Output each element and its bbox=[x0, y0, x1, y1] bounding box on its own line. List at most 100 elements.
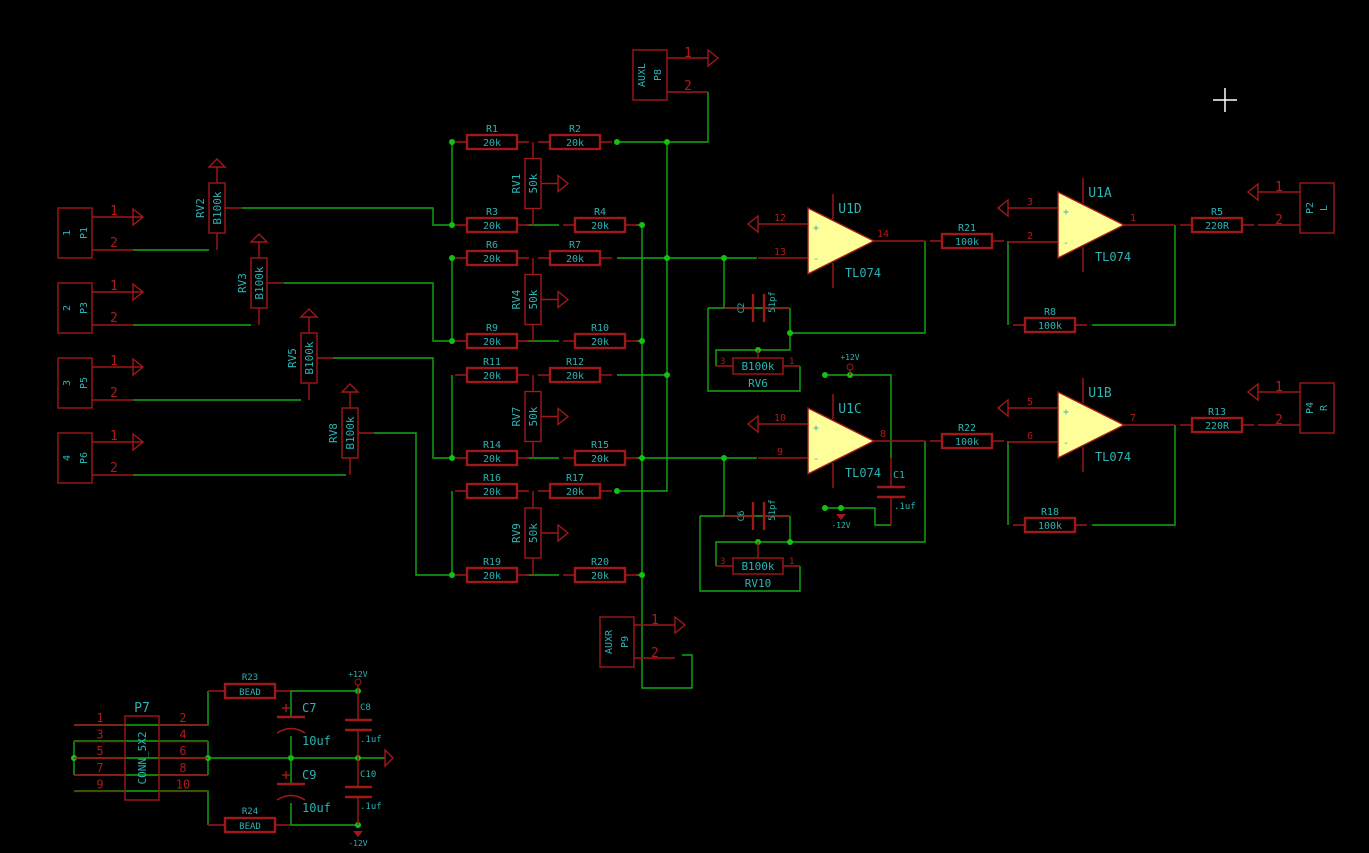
pin-number: 10 bbox=[774, 413, 786, 424]
pin-number: 2 bbox=[1275, 213, 1283, 228]
resistor-ref: R4 bbox=[594, 207, 606, 218]
resistor-R23[interactable]: BEAD R23 bbox=[208, 673, 291, 700]
pin-number: 2 bbox=[110, 461, 118, 476]
ground-icon bbox=[132, 432, 145, 452]
ground-icon bbox=[340, 383, 360, 393]
ground-icon bbox=[207, 158, 227, 168]
pin-number: 9 bbox=[777, 447, 783, 458]
pot-RV3[interactable]: B100k RV3 bbox=[236, 233, 284, 325]
connector-ref: P1 bbox=[79, 227, 90, 239]
connector-ref: P6 bbox=[79, 452, 90, 464]
cap-ref: C9 bbox=[302, 768, 316, 782]
ground-icon bbox=[557, 174, 570, 193]
resistor-value: 20k bbox=[483, 254, 501, 265]
power-label: -12V bbox=[348, 839, 367, 848]
pot-RV8[interactable]: B100k RV8 bbox=[327, 383, 374, 475]
capacitor-C9[interactable]: C9 10uf bbox=[276, 758, 331, 825]
connector-P3[interactable]: 2 P3 1 2 bbox=[57, 279, 145, 334]
plus-sign: + bbox=[813, 223, 819, 234]
plus-sign: + bbox=[1063, 207, 1069, 218]
pin-number: 7 bbox=[1130, 413, 1136, 424]
cap-value: .1uf bbox=[360, 802, 382, 812]
resistor-ref: R22 bbox=[958, 423, 976, 434]
resistor-value: 20k bbox=[483, 571, 501, 582]
wires bbox=[73, 92, 1176, 826]
pot-RV10[interactable]: B100k RV10 3 1 bbox=[716, 542, 800, 590]
ground-icon bbox=[1246, 382, 1259, 402]
capacitor-C2[interactable]: C2 51pf bbox=[724, 291, 790, 322]
resistor-ref: R17 bbox=[566, 473, 584, 484]
minus-sign: - bbox=[1063, 438, 1069, 449]
connector-P2[interactable]: P2 L 1 2 bbox=[1246, 180, 1335, 234]
pot-value: B100k bbox=[344, 416, 357, 449]
capacitor-C7[interactable]: C7 10uf bbox=[276, 691, 331, 758]
connector-P4[interactable]: P4 R 1 2 bbox=[1246, 380, 1335, 434]
pin-number: 4 bbox=[179, 728, 186, 742]
cap-ref: C2 bbox=[737, 303, 747, 314]
connector-P5[interactable]: 3 P5 1 2 bbox=[57, 354, 145, 409]
resistor-ref: R24 bbox=[242, 807, 258, 817]
resistor-value: 220R bbox=[1205, 221, 1230, 232]
pin-number: 1 bbox=[789, 357, 794, 367]
capacitor-C8[interactable]: C8 .1uf bbox=[345, 691, 382, 758]
connector-P6[interactable]: 4 P6 1 2 bbox=[57, 429, 145, 484]
pot-RV6[interactable]: B100k RV6 3 1 bbox=[716, 350, 800, 390]
resistor-value: 20k bbox=[591, 221, 609, 232]
resistor-ref: R13 bbox=[1208, 407, 1226, 418]
resistor-ref: R14 bbox=[483, 440, 501, 451]
resistor-R5[interactable]: 220R R5 bbox=[1180, 207, 1254, 234]
connector-P8[interactable]: AUXL P8 1 2 bbox=[632, 46, 720, 101]
capacitor-C10[interactable]: C10 .1uf bbox=[345, 758, 382, 825]
connector-P1[interactable]: 1 P1 1 2 bbox=[57, 204, 145, 259]
connector-ref: P2 bbox=[1305, 202, 1316, 214]
pot-value: B100k bbox=[211, 191, 224, 224]
resistor-ref: R3 bbox=[486, 207, 498, 218]
pin-number: 2 bbox=[179, 711, 186, 725]
resistor-ref: R5 bbox=[1211, 207, 1223, 218]
pin-number: 12 bbox=[774, 213, 786, 224]
connector-ref: P9 bbox=[620, 636, 631, 648]
pot-RV5[interactable]: B100k RV5 bbox=[286, 308, 333, 400]
capacitor-C1[interactable]: C1 .1uf bbox=[877, 458, 916, 525]
resistor-value: 20k bbox=[483, 487, 501, 498]
connector-P9[interactable]: AUXR P9 1 2 bbox=[599, 613, 687, 668]
power-minus12-supply: -12V bbox=[348, 831, 368, 848]
resistor-R24[interactable]: BEAD R24 bbox=[208, 807, 291, 834]
pin-number: 10 bbox=[176, 777, 190, 791]
pot-RV2[interactable]: B100k RV2 bbox=[194, 158, 242, 250]
capacitor-C6[interactable]: C6 51pf bbox=[724, 499, 790, 530]
pot-ref: RV5 bbox=[286, 348, 299, 368]
